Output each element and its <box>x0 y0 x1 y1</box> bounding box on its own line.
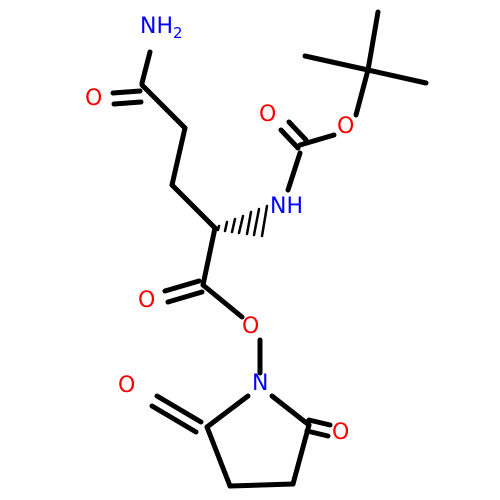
bond-ch2b-calpha <box>169 182 218 231</box>
bond-cester-o <box>200 282 245 320</box>
boc-ether-o-label: O <box>337 114 354 139</box>
boc-nh-label: NH <box>270 194 303 219</box>
imide-o-right-label: O <box>332 420 349 445</box>
bond-n-c2 <box>204 393 251 430</box>
bond-c-ch2a <box>139 82 188 131</box>
ester-o-label: O <box>242 314 259 339</box>
bond-c2-c3 <box>204 424 233 489</box>
bond-tbu-me1 <box>365 9 381 73</box>
bond-c2-o-1 <box>154 393 204 425</box>
amide-o-label: O <box>85 86 102 111</box>
bond-tbu-me2 <box>365 67 429 86</box>
boc-carbonyl-o-label: O <box>259 102 276 127</box>
bond-ester-co-1 <box>162 278 202 294</box>
bond-c2-o-2 <box>149 403 199 435</box>
bond-amideN-c <box>139 49 153 86</box>
bond-c5-o-2 <box>304 428 331 439</box>
bond-amide-co-1 <box>110 88 143 96</box>
bond-boc-co-2 <box>286 119 309 143</box>
bond-tbu-me3 <box>302 53 371 73</box>
bond-boc-co-1 <box>278 127 301 151</box>
bond-o-tbu <box>353 67 371 118</box>
bond-c4-c5 <box>290 422 312 487</box>
ester-carbonyl-o-label: O <box>138 288 155 313</box>
bond-nh-boc <box>285 150 303 193</box>
bond-amide-co-2 <box>111 99 144 107</box>
bond-calpha-cester <box>200 225 218 288</box>
bond-ester-co-2 <box>165 289 205 305</box>
bond-ch2a-ch2b <box>169 125 188 188</box>
succinimide-n-label: N <box>252 371 268 396</box>
bond-n-c5 <box>269 393 312 428</box>
amide-nh2-label: NH2 <box>140 14 183 42</box>
imide-o-left-label: O <box>118 373 135 398</box>
bond-c3-c4 <box>227 481 296 489</box>
bond-boc-c-o <box>297 132 337 148</box>
hashed-stereo-bond <box>216 204 269 238</box>
bond-c5-o-1 <box>306 417 333 428</box>
